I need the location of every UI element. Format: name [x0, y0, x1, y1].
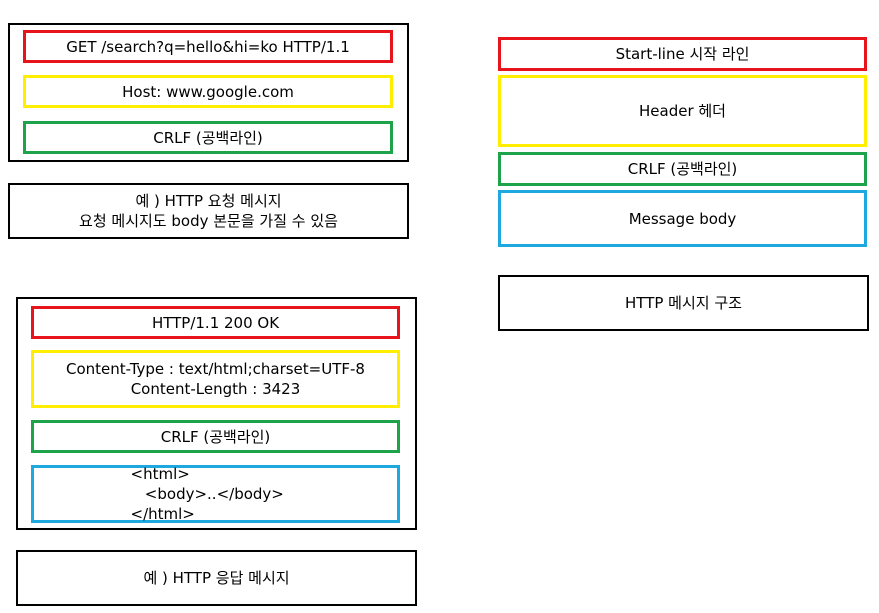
response-body-line1: <html>	[130, 465, 190, 483]
response-start-line-text: HTTP/1.1 200 OK	[151, 313, 280, 332]
response-caption-box: 예 ) HTTP 응답 메시지	[16, 550, 417, 606]
structure-crlf-box: CRLF (공백라인)	[498, 152, 867, 186]
structure-body-box: Message body	[498, 190, 867, 247]
structure-header-text: Header 헤더	[639, 102, 726, 120]
structure-body-text: Message body	[628, 209, 737, 228]
structure-caption-box: HTTP 메시지 구조	[498, 275, 869, 331]
request-start-line-text: GET /search?q=hello&hi=ko HTTP/1.1	[66, 37, 350, 56]
request-caption-line1: 예 ) HTTP 요청 메시지	[135, 192, 282, 210]
request-header-box: Host: www.google.com	[23, 75, 393, 108]
response-body-line2: <body>..</body>	[130, 485, 284, 503]
structure-crlf-text: CRLF (공백라인)	[627, 160, 738, 178]
response-body-line3: </html>	[130, 505, 195, 523]
response-body-box: <html> <body>..</body> </html>	[31, 465, 400, 523]
request-crlf-text: CRLF (공백라인)	[153, 128, 263, 147]
request-crlf-box: CRLF (공백라인)	[23, 121, 393, 154]
response-crlf-box: CRLF (공백라인)	[31, 420, 400, 453]
response-header-line1: Content-Type : text/html;charset=UTF-8	[66, 360, 365, 378]
response-crlf-text: CRLF (공백라인)	[160, 427, 271, 446]
structure-caption-text: HTTP 메시지 구조	[625, 294, 742, 312]
response-header-box: Content-Type : text/html;charset=UTF-8 C…	[31, 350, 400, 408]
structure-start-line-text: Start-line 시작 라인	[615, 45, 750, 63]
request-start-line-box: GET /search?q=hello&hi=ko HTTP/1.1	[23, 30, 393, 63]
request-caption-line2: 요청 메시지도 body 본문을 가질 수 있음	[79, 212, 338, 230]
request-header-text: Host: www.google.com	[122, 82, 294, 101]
response-start-line-box: HTTP/1.1 200 OK	[31, 306, 400, 339]
structure-header-box: Header 헤더	[498, 75, 867, 147]
request-caption-box: 예 ) HTTP 요청 메시지 요청 메시지도 body 본문을 가질 수 있음	[8, 183, 409, 239]
request-example-container	[8, 23, 409, 162]
response-header-line2: Content-Length : 3423	[130, 380, 301, 398]
response-example-container	[16, 297, 417, 530]
response-caption-text: 예 ) HTTP 응답 메시지	[143, 569, 290, 587]
structure-start-line-box: Start-line 시작 라인	[498, 37, 867, 71]
